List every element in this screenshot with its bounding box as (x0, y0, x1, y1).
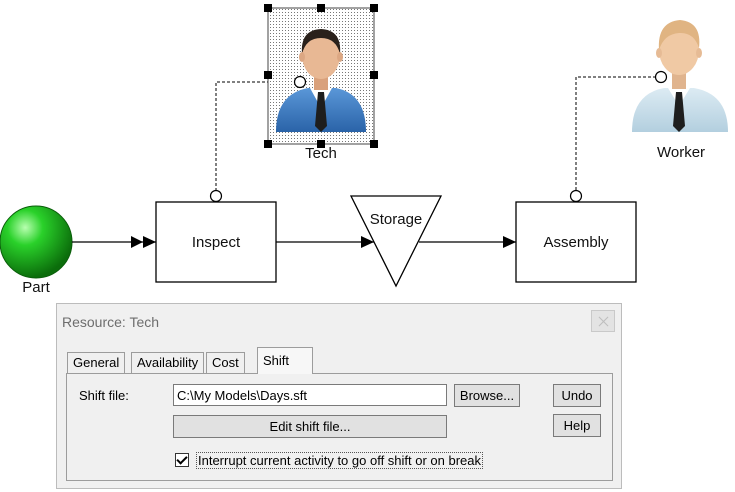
edit-shift-file-button[interactable]: Edit shift file... (173, 415, 447, 438)
assembly-label: Assembly (543, 234, 609, 251)
interrupt-checkbox[interactable] (175, 453, 189, 467)
tech-label: Tech (305, 145, 337, 162)
resource-port-icon[interactable] (654, 70, 668, 84)
resource-port-icon[interactable] (569, 189, 583, 203)
dialog-title: Resource: Tech (62, 314, 160, 330)
storage-queue[interactable] (349, 195, 443, 288)
worker-person-icon (632, 20, 728, 132)
double-arrowhead-icon (143, 236, 156, 248)
arrowhead-icon (503, 236, 516, 248)
arrowhead-icon (361, 236, 374, 248)
double-arrowhead-icon (131, 236, 143, 248)
tech-resource[interactable]: Tech (264, 4, 378, 162)
selection-handle[interactable] (264, 4, 272, 12)
selection-handle[interactable] (370, 140, 378, 148)
assembly-activity[interactable] (515, 201, 637, 283)
inspect-label: Inspect (192, 234, 241, 251)
tab-general[interactable]: General (67, 352, 126, 373)
interrupt-checkbox-label[interactable]: Interrupt current activity to go off shi… (196, 452, 484, 469)
browse-button[interactable]: Browse... (454, 384, 520, 407)
selection-handle[interactable] (317, 4, 325, 12)
close-icon[interactable] (591, 310, 615, 332)
worker-resource[interactable]: Worker (632, 20, 728, 161)
part-entity-icon[interactable] (0, 205, 73, 279)
storage-label: Storage (370, 211, 423, 228)
help-button[interactable]: Help (553, 414, 601, 437)
resource-port-icon[interactable] (293, 75, 307, 89)
tab-shift[interactable]: Shift (257, 347, 313, 374)
resource-dialog: Resource: Tech General Availability Cost… (56, 303, 622, 489)
part-label: Part (22, 279, 50, 296)
selection-handle[interactable] (264, 71, 272, 79)
selection-handle[interactable] (264, 140, 272, 148)
worker-connector (575, 76, 661, 196)
shift-file-label: Shift file: (79, 388, 129, 403)
undo-button[interactable]: Undo (553, 384, 601, 407)
tab-cost[interactable]: Cost (206, 352, 245, 373)
resource-port-icon[interactable] (209, 189, 223, 203)
selection-handle[interactable] (317, 140, 325, 148)
tech-person-icon (276, 29, 366, 132)
worker-label: Worker (657, 144, 705, 161)
shift-file-input[interactable] (173, 384, 447, 406)
selection-handle[interactable] (370, 4, 378, 12)
tab-availability[interactable]: Availability (131, 352, 205, 373)
selection-handle[interactable] (370, 71, 378, 79)
process-diagram: Part Inspect Storage Assembly (0, 4, 728, 296)
